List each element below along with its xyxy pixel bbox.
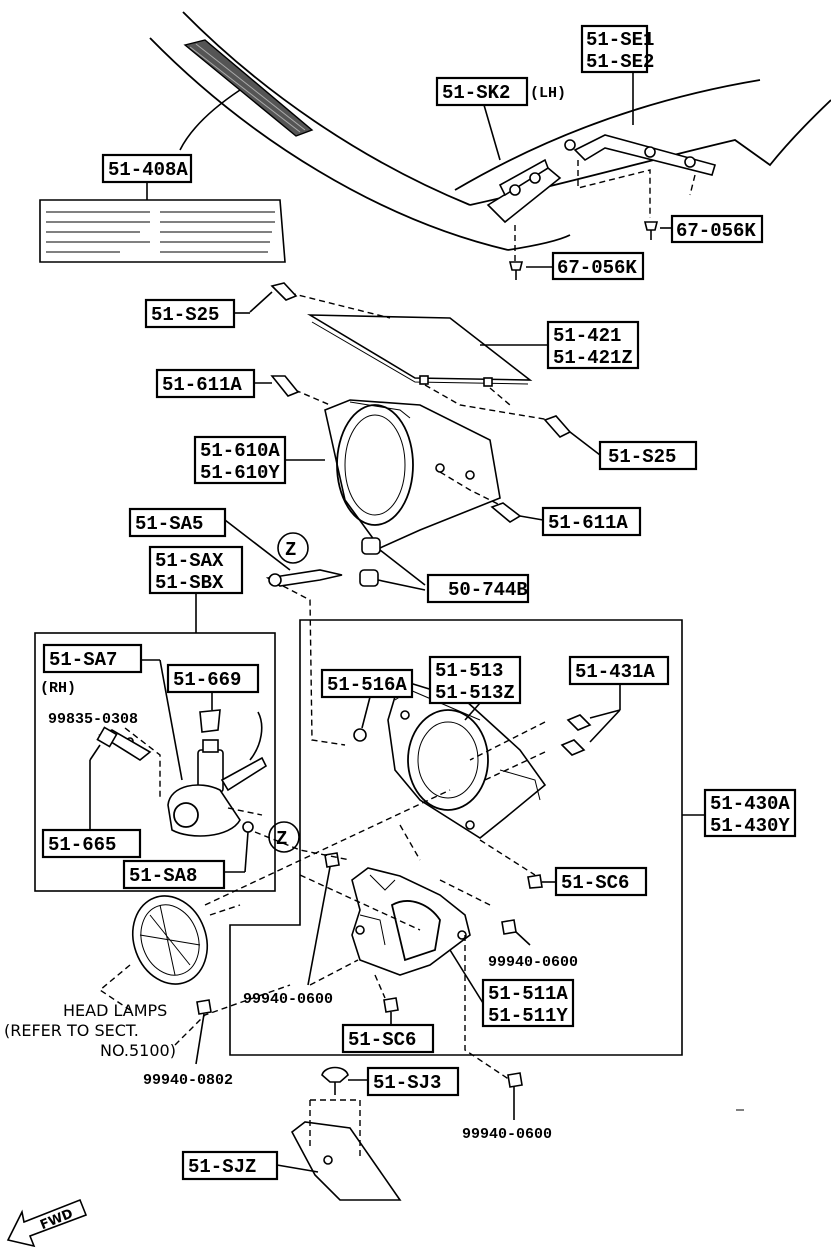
svg-text:99940-0600: 99940-0600: [462, 1126, 552, 1143]
svg-text:51-408A: 51-408A: [108, 159, 188, 181]
label-421: 51-421 51-421Z: [480, 320, 640, 370]
bracket-assembly-box: 51-516A 51-513 51-513Z 51-431A 51-430A 5…: [204, 619, 797, 1081]
svg-text:51-SC6: 51-SC6: [348, 1029, 416, 1051]
cover-plate-421: [289, 292, 551, 421]
svg-text:99835-0308: 99835-0308: [48, 711, 138, 728]
grommets-744b: 50-744B: [359, 537, 530, 604]
svg-text:51-SE2: 51-SE2: [586, 51, 654, 73]
svg-text:51-431A: 51-431A: [575, 661, 655, 683]
shroud-610: [294, 389, 501, 549]
motor-assembly-box: 51-SA7 (RH) 51-669 99835-0308 51-665 51-…: [34, 632, 300, 892]
svg-text:51-610A: 51-610A: [200, 440, 280, 462]
svg-text:51-611A: 51-611A: [162, 374, 242, 396]
svg-text:Z: Z: [285, 539, 296, 561]
svg-text:51-SJZ: 51-SJZ: [188, 1156, 256, 1178]
headlamp: HEAD LAMPS (REFER TO SECT. NO.5100): [4, 895, 291, 1060]
svg-text:51-430Y: 51-430Y: [710, 815, 790, 837]
label-s25-right: 51-S25: [543, 415, 698, 471]
label-se: 51-SE1 51-SE2: [580, 24, 654, 125]
label-sax: 51-SAX 51-SBX: [148, 545, 244, 633]
svg-text:67-056K: 67-056K: [557, 257, 637, 279]
svg-text:99940-0802: 99940-0802: [143, 1072, 233, 1089]
svg-text:51-513Z: 51-513Z: [435, 682, 515, 704]
label-611a-right: 51-611A: [490, 502, 642, 537]
svg-text:51-SJ3: 51-SJ3: [373, 1072, 441, 1094]
label-s25-upper: 51-S25: [144, 282, 298, 329]
svg-text:51-430A: 51-430A: [710, 793, 790, 815]
svg-text:51-511Y: 51-511Y: [488, 1005, 568, 1027]
svg-text:Z: Z: [276, 828, 287, 850]
svg-text:67-056K: 67-056K: [676, 220, 756, 242]
label-610: 51-610A 51-610Y: [193, 435, 325, 485]
svg-text:51-421Z: 51-421Z: [553, 347, 633, 369]
label-408a: 51-408A: [101, 153, 193, 200]
svg-text:51-SA5: 51-SA5: [135, 513, 203, 535]
seal-se1-se2: [564, 134, 717, 218]
svg-text:51-S25: 51-S25: [608, 446, 676, 468]
svg-text:(REFER TO SECT.: (REFER TO SECT.: [4, 1021, 139, 1040]
svg-text:51-669: 51-669: [173, 669, 241, 691]
svg-text:(LH): (LH): [530, 85, 566, 102]
svg-text:51-SK2: 51-SK2: [442, 82, 510, 104]
label-611a-left: 51-611A: [155, 368, 300, 399]
svg-text:51-611A: 51-611A: [548, 512, 628, 534]
svg-text:NO.5100): NO.5100): [100, 1041, 176, 1060]
plate-sjz: 51-SJZ: [181, 1099, 402, 1201]
svg-text:99940-0600: 99940-0600: [243, 991, 333, 1008]
svg-text:51-SAX: 51-SAX: [155, 550, 224, 572]
svg-text:51-516A: 51-516A: [327, 674, 407, 696]
label-sk2: 51-SK2 (LH): [435, 76, 566, 161]
wire-sa5: 51-SA5 Z: [128, 507, 346, 746]
svg-text:51-SBX: 51-SBX: [155, 572, 224, 594]
clip-67-056k-upper: 67-056K: [643, 214, 764, 244]
svg-text:51-610Y: 51-610Y: [200, 462, 280, 484]
clip-67-056k-lower: 67-056K: [508, 251, 645, 281]
svg-text:(RH): (RH): [40, 680, 76, 697]
caution-label-sticker: [39, 199, 286, 263]
svg-text:51-SE1: 51-SE1: [586, 29, 654, 51]
vent-grille: [183, 39, 314, 137]
seal-sk2: [486, 158, 562, 262]
svg-text:51-S25: 51-S25: [151, 304, 219, 326]
svg-text:51-SA7: 51-SA7: [49, 649, 117, 671]
svg-text:51-SC6: 51-SC6: [561, 872, 629, 894]
svg-text:51-511A: 51-511A: [488, 983, 568, 1005]
svg-text:51-513: 51-513: [435, 660, 503, 682]
svg-text:51-421: 51-421: [553, 325, 621, 347]
fwd-arrow-icon: FWD: [6, 1198, 88, 1248]
svg-text:99940-0600: 99940-0600: [488, 954, 578, 971]
bolt-0802: 99940-0802: [143, 999, 233, 1089]
nut-0600-bottom: 99940-0600: [462, 1072, 552, 1143]
svg-text:HEAD LAMPS: HEAD LAMPS: [63, 1001, 167, 1020]
clip-sj3: 51-SJ3: [321, 1066, 460, 1097]
svg-text:50-744B: 50-744B: [448, 579, 528, 601]
svg-text:51-SA8: 51-SA8: [129, 865, 197, 887]
svg-text:51-665: 51-665: [48, 834, 116, 856]
